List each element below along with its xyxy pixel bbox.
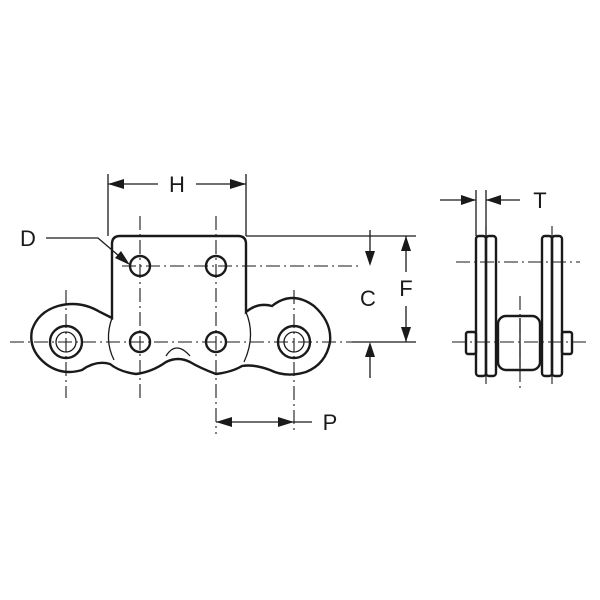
h-arrow-left (108, 179, 124, 189)
end-view: T (440, 188, 586, 388)
f-label: F (399, 276, 412, 301)
p-label: P (323, 410, 338, 435)
pin-end-right (560, 330, 574, 356)
d-leader-arrow (115, 251, 130, 265)
left-inner-plate (484, 234, 498, 378)
p-arrow-left (216, 417, 232, 427)
right-inner-plate (540, 234, 554, 378)
right-outer-plate (550, 234, 564, 378)
attachment-link-outline (30, 234, 332, 376)
h-arrow-right (230, 179, 246, 189)
inner-link-curve-left (107, 317, 115, 361)
side-view: H D C F P (10, 172, 416, 435)
h-label: H (169, 172, 185, 197)
inner-link-curve-mid (165, 347, 191, 357)
c-arrow-bottom (365, 342, 375, 357)
pin-end-left (464, 330, 478, 356)
d-leader-line (46, 237, 127, 263)
t-arrow-right (486, 195, 501, 205)
f-arrow-bottom (401, 327, 411, 342)
left-outer-plate (474, 234, 488, 378)
t-label: T (533, 188, 546, 213)
t-arrow-left (461, 195, 476, 205)
c-label: C (360, 286, 376, 311)
d-label: D (20, 226, 36, 251)
inner-link-curve-right (243, 311, 252, 363)
roller (496, 314, 542, 372)
c-arrow-top (365, 251, 375, 266)
p-arrow-right (278, 417, 294, 427)
f-arrow-top (401, 236, 411, 251)
